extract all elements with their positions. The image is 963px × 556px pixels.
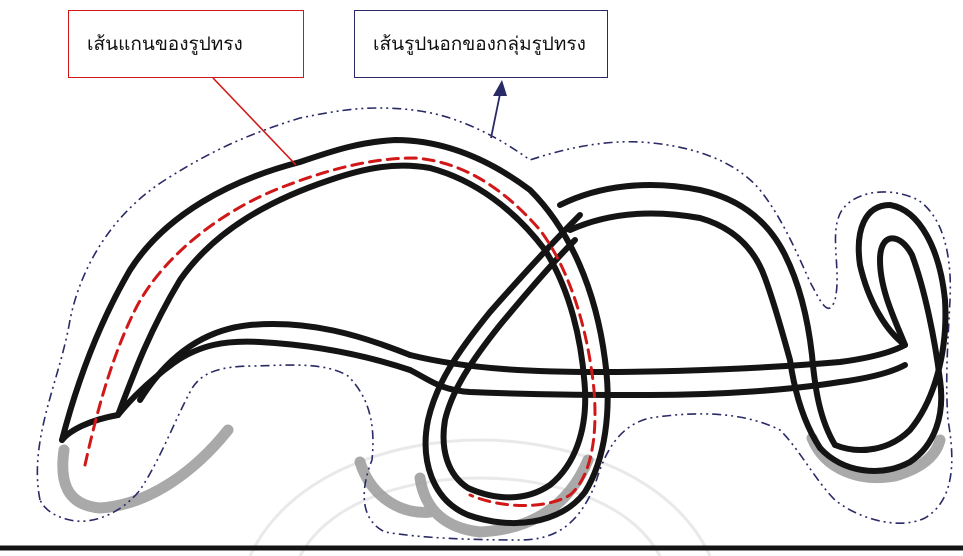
outline-label-arrow — [491, 94, 500, 138]
shadow-marks — [63, 430, 940, 532]
axis-label-leader — [213, 78, 296, 165]
outline-label: เส้นรูปนอกของกลุ่มรูปทรง — [354, 10, 608, 78]
arrow-head-icon — [493, 80, 507, 96]
axis-line-label-text: เส้นแกนของรูปทรง — [87, 29, 243, 59]
outline-label-text: เส้นรูปนอกของกลุ่มรูปทรง — [373, 29, 586, 59]
axis-line-label: เส้นแกนของรูปทรง — [68, 10, 304, 78]
